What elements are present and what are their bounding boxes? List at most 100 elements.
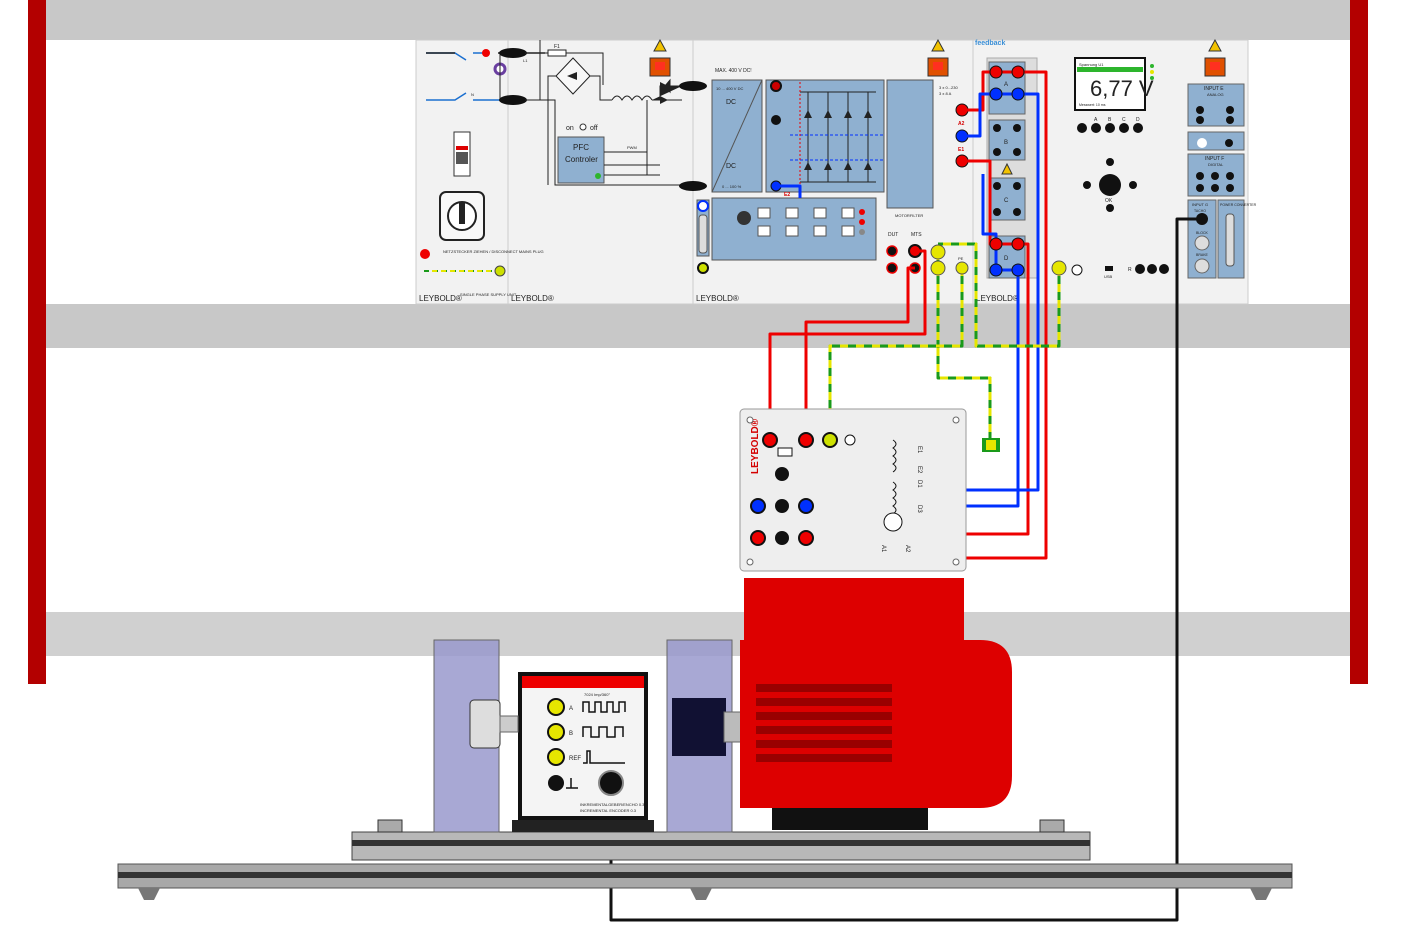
input-e-sub-label: ANALOG — [1207, 92, 1224, 97]
input-f-label: INPUT F — [1205, 156, 1224, 162]
panel1-footer: SINGLE PHASE SUPPLY UNIT — [460, 292, 517, 297]
pfc-controller-label: Controler — [565, 155, 598, 164]
encoder-a-socket[interactable] — [547, 698, 565, 716]
display-range: Messwert: 10 ms — [1079, 103, 1106, 107]
button-c[interactable] — [1119, 123, 1129, 133]
encoder-cable-connector[interactable] — [598, 770, 624, 796]
brand-panel2: LEYBOLD® — [511, 294, 554, 303]
dc-mid-socket[interactable] — [771, 115, 781, 125]
r-socket-1[interactable] — [1135, 264, 1145, 274]
dut-socket-1[interactable] — [886, 245, 898, 257]
dc-percent-label: 0 ... 100 % — [722, 184, 742, 189]
terminal-blue-a2[interactable] — [750, 498, 766, 514]
wire-pe-3y — [938, 242, 1061, 348]
pe-socket-b[interactable] — [930, 260, 946, 276]
pe-socket-c[interactable] — [955, 261, 969, 275]
usb-label: USB — [1104, 274, 1113, 279]
pe-socket-1[interactable] — [494, 265, 506, 277]
speed-knob[interactable] — [737, 211, 751, 225]
section-c-label: C — [1004, 198, 1009, 204]
input-g-sub-label: TACHO — [1194, 209, 1206, 213]
encoder-a-label: A — [569, 706, 573, 712]
ok-button[interactable] — [1099, 174, 1121, 196]
left-port-bottom[interactable] — [697, 262, 709, 274]
jumper-dc-plus[interactable] — [679, 81, 707, 91]
terminal-d1[interactable] — [775, 531, 789, 545]
brand-panel4: LEYBOLD® — [976, 294, 1019, 303]
r-socket-3[interactable] — [1159, 264, 1169, 274]
dc-plus-socket[interactable] — [770, 80, 782, 92]
pe-label: PE — [958, 256, 964, 261]
button-b-label: B — [1108, 117, 1112, 123]
pe-socket-d[interactable] — [1051, 260, 1067, 276]
usb-port[interactable] — [1105, 266, 1113, 271]
brand-panel3: LEYBOLD® — [696, 294, 739, 303]
brake-label: BRAKE — [1196, 253, 1209, 257]
button-a-label: A — [1094, 117, 1098, 123]
encoder-b-socket[interactable] — [547, 723, 565, 741]
section-b-label: B — [1004, 140, 1008, 146]
brake-connector[interactable] — [1194, 258, 1210, 274]
inverter-bridge — [765, 79, 885, 193]
power-converter-label: POWER CONVERTER — [1220, 203, 1257, 207]
output-current-label: 3 x 8 A — [939, 91, 952, 96]
terminal-red-e1[interactable] — [798, 530, 814, 546]
ok-label: OK — [1105, 198, 1113, 204]
terminal-red-2[interactable] — [798, 432, 814, 448]
max-voltage-label: MAX. 400 V DC! — [715, 68, 752, 74]
encoder-ground-socket[interactable] — [548, 775, 564, 791]
terminal-blue-e2[interactable] — [798, 498, 814, 514]
wire-red-4 — [804, 266, 915, 440]
label-a1: A1 — [880, 545, 886, 553]
warning-triangle-icon-4 — [1208, 38, 1222, 52]
encoder-footer-2: INCREMENTAL ENCODER 0.3 — [580, 808, 637, 813]
function-buttons: A B C D — [1077, 117, 1143, 133]
display-label: Spannung U1 — [1079, 62, 1104, 67]
button-a[interactable] — [1091, 123, 1101, 133]
block-label: BLOCK — [1196, 231, 1209, 235]
jumper-dc-minus[interactable] — [679, 181, 707, 191]
shelf-middle — [46, 304, 1350, 348]
nav-button-up[interactable] — [1106, 158, 1114, 166]
motor-filter-label: MOTORFILTER — [895, 213, 923, 218]
terminal-pe[interactable] — [822, 432, 838, 448]
pe-socket-feedback[interactable] — [1071, 264, 1083, 276]
terminal-d3[interactable] — [775, 499, 789, 513]
button-d[interactable] — [1133, 123, 1143, 133]
power-converter-connector[interactable] — [1225, 213, 1235, 267]
label-e1: E1 — [916, 446, 922, 454]
sub-d-connector[interactable] — [698, 214, 708, 254]
jumper-n[interactable] — [499, 95, 527, 105]
button-b[interactable] — [1105, 123, 1115, 133]
encoder-header: 7024 Imp/360° — [584, 692, 610, 697]
measurement-display — [1074, 57, 1146, 111]
r-socket-2[interactable] — [1147, 264, 1157, 274]
label-a2: A2 — [904, 545, 910, 553]
off-label: off — [590, 125, 598, 132]
pfc-panel: L1 N F1 PFC Controler PWM on off LEYBOLD… — [426, 38, 707, 303]
power-button[interactable] — [1077, 123, 1087, 133]
section-d-label: D — [1004, 256, 1009, 262]
terminal-d2[interactable] — [775, 467, 789, 481]
nav-button-down[interactable] — [1106, 204, 1114, 212]
warning-label: NETZSTECKER ZIEHEN / DISCONNECT MAINS PL… — [443, 249, 544, 254]
pfc-toggle[interactable] — [579, 123, 587, 131]
encoder-b-label: B — [569, 731, 573, 737]
terminal-red-1[interactable] — [762, 432, 778, 448]
output-voltage-label: 3 x 0...230 — [939, 85, 958, 90]
warning-triangle-icon-2 — [931, 38, 945, 52]
pe-socket-a[interactable] — [930, 244, 946, 260]
nav-button-left[interactable] — [1083, 181, 1091, 189]
dc-bottom-label: DC — [726, 163, 736, 170]
base-rail — [117, 819, 1293, 900]
nav-button-right[interactable] — [1129, 181, 1137, 189]
jumper-l1[interactable] — [499, 48, 527, 58]
dut-socket-2[interactable] — [886, 262, 898, 274]
block-connector[interactable] — [1194, 235, 1210, 251]
terminal-red-a1[interactable] — [750, 530, 766, 546]
left-port-top[interactable] — [697, 200, 709, 212]
button-c-label: C — [1122, 117, 1126, 123]
pfc-label: PFC — [573, 143, 589, 152]
a2-label: A2 — [958, 121, 965, 127]
encoder-ref-socket[interactable] — [547, 748, 565, 766]
